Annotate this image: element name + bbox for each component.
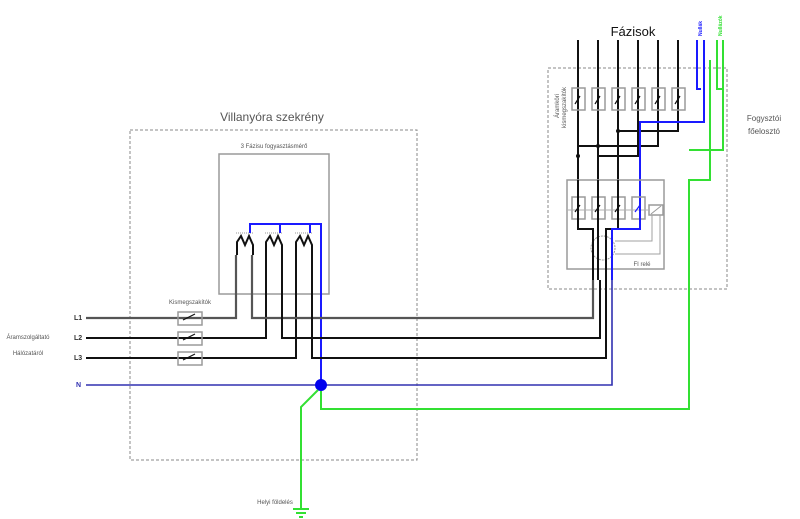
rcd-label: FI relé <box>633 262 651 268</box>
protective-label: Nullázók <box>718 15 724 36</box>
wire-l1-out <box>250 255 595 320</box>
main-breaker-l1 <box>177 311 203 326</box>
wire-protective-earth <box>320 60 711 410</box>
neutral-junction-node <box>315 379 327 391</box>
meter-label: 3 Fázisu fogyasztásmérő <box>241 144 308 150</box>
meter-coil-1 <box>236 232 254 255</box>
label-n: N <box>76 382 81 389</box>
rcd-box <box>566 179 665 270</box>
phase-6 <box>618 40 679 132</box>
neutrals-label: Nullák <box>698 21 704 36</box>
wire-l3-in <box>86 255 297 359</box>
rcd-current-transformer <box>590 235 616 261</box>
wire-l3-out <box>311 255 607 359</box>
ground-label: Helyi földelés <box>257 500 293 506</box>
supply-label-2: Hálózatáról <box>13 351 43 357</box>
distribution-label-2: főelosztó <box>748 127 781 136</box>
ground-symbol-icon <box>293 508 309 518</box>
label-l3: L3 <box>74 355 82 362</box>
neutral-bus <box>639 40 705 200</box>
wire-l1-in <box>86 255 238 320</box>
circuit-breakers-label-1: Áramköri <box>554 94 561 118</box>
supply-label-1: Áramszolgáltató <box>6 334 50 341</box>
meter-cabinet-enclosure <box>129 129 418 461</box>
meter-coil-2 <box>265 232 283 255</box>
circuit-breakers <box>571 87 686 111</box>
main-breaker-l2 <box>177 331 203 346</box>
meter-cabinet-title: Villanyóra szekrény <box>220 110 324 124</box>
label-l1: L1 <box>74 315 82 322</box>
phase-4 <box>598 40 639 157</box>
rcd-poles <box>566 196 664 220</box>
meter-neutral-bus <box>249 223 322 385</box>
wire-l2-out <box>281 255 601 339</box>
phase-5 <box>578 40 659 147</box>
wire-local-earth <box>300 389 319 508</box>
energy-meter-box <box>218 153 330 295</box>
main-breaker-l3 <box>177 351 203 366</box>
label-l2: L2 <box>74 335 82 342</box>
wire-neutral <box>86 280 613 386</box>
distribution-label-1: Fogysztói <box>747 114 781 123</box>
phases-title: Fázisok <box>611 24 656 39</box>
circuit-breakers-label-2: kismegszakítók <box>562 86 568 128</box>
breakers-label: Kismegszakítók <box>169 300 212 306</box>
protective-earth-bus <box>689 40 724 151</box>
wire-l2-in <box>86 255 267 339</box>
meter-coil-3 <box>295 232 313 255</box>
